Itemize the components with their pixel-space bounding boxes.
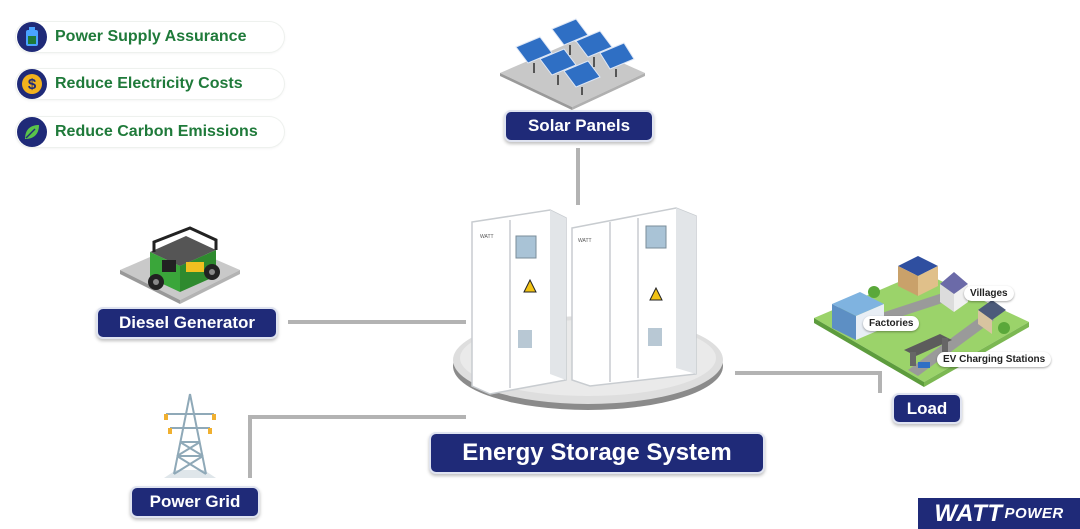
power-grid-tower-illustration [164, 393, 216, 478]
power-grid-label: Power Grid [130, 486, 260, 518]
ev-charging-stations-label: EV Charging Stations [937, 352, 1052, 367]
solar-panels-illustration [500, 18, 645, 110]
benefit-reduce-costs: $ Reduce Electricity Costs [16, 69, 284, 99]
factories-label: Factories [863, 316, 920, 331]
load-connector [735, 371, 882, 393]
diesel-generator-label: Diesel Generator [96, 307, 278, 339]
benefit-label: Reduce Electricity Costs [55, 75, 243, 92]
wattpower-logo: WATT POWER [918, 498, 1080, 529]
leaf-icon [17, 117, 47, 147]
grid-connector [248, 415, 466, 478]
benefit-reduce-carbon: Reduce Carbon Emissions [16, 117, 284, 147]
svg-text:WATT: WATT [578, 238, 592, 244]
solar-panels-label: Solar Panels [504, 110, 654, 142]
load-label: Load [892, 393, 962, 424]
battery-icon [17, 22, 47, 52]
villages-label: Villages [964, 286, 1014, 301]
diesel-generator-illustration [120, 226, 240, 304]
energy-storage-cabinets-illustration: WATT WATT [453, 207, 723, 410]
benefit-label: Power Supply Assurance [55, 28, 247, 45]
energy-storage-system-label: Energy Storage System [429, 432, 765, 474]
logo-sub-text: POWER [1004, 505, 1064, 522]
svg-text:$: $ [28, 76, 37, 93]
svg-text:WATT: WATT [480, 234, 494, 240]
dollar-icon: $ [17, 69, 47, 99]
benefit-power-supply: Power Supply Assurance [16, 22, 284, 52]
logo-main-text: WATT [934, 499, 1003, 527]
benefit-label: Reduce Carbon Emissions [55, 123, 258, 140]
